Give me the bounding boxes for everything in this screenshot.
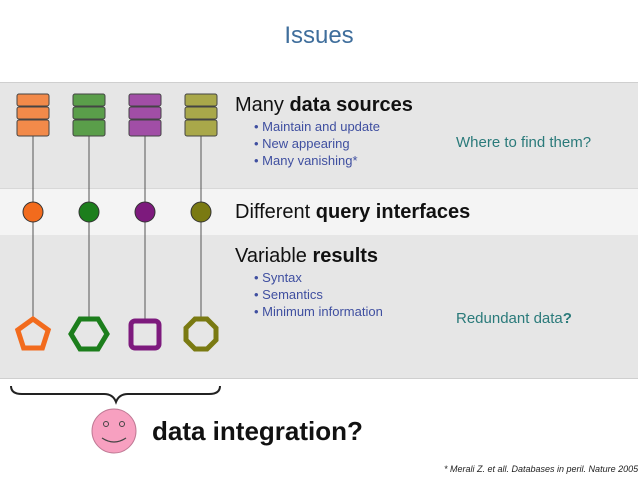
results-heading-bold: results [312, 245, 379, 267]
database-stack-icon [72, 93, 106, 137]
database-stack-icon [128, 93, 162, 137]
results-band [0, 235, 638, 379]
smiley-face-icon [91, 408, 137, 454]
square-icon [128, 318, 162, 351]
interfaces-band [0, 188, 638, 236]
interfaces-heading: Different query interfaces [235, 201, 470, 224]
interfaces-heading-prefix: Different [235, 201, 316, 223]
sources-heading-prefix: Many [235, 94, 290, 116]
sources-heading-bold: data sources [289, 94, 413, 116]
circle-dot-icon [190, 201, 212, 223]
circle-dot-icon [78, 201, 100, 223]
bullet-vanishing: • Many vanishing* [254, 153, 358, 168]
circle-dot-icon [134, 201, 156, 223]
circle-dot-icon [22, 201, 44, 223]
pentagon-icon [14, 315, 52, 351]
bullet-new: • New appearing [254, 136, 350, 151]
integration-label: data integration? [152, 416, 363, 446]
results-heading-prefix: Variable [235, 245, 313, 267]
sources-bullet-list: • Maintain and update • New appearing • … [254, 118, 380, 169]
slide-title: Issues [284, 22, 354, 49]
footnote: * Merali Z. et all. Databases in peril. … [444, 464, 638, 474]
results-question-text: Redundant data [456, 310, 563, 327]
bullet-syntax: • Syntax [254, 270, 302, 285]
grouping-brace [10, 385, 221, 405]
sources-heading: Many data sources [235, 94, 413, 117]
hexagon-icon [68, 316, 110, 352]
database-stack-icon [184, 93, 218, 137]
octagon-icon [183, 316, 219, 352]
bullet-maintain: • Maintain and update [254, 119, 380, 134]
results-question: Redundant data? [456, 310, 572, 327]
bullet-semantics: • Semantics [254, 287, 323, 302]
results-heading: Variable results [235, 245, 378, 268]
sources-question: Where to find them? [456, 134, 592, 151]
bullet-minimum-info: • Minimum information [254, 304, 383, 319]
database-stack-icon [16, 93, 50, 137]
sources-band [0, 82, 638, 189]
interfaces-heading-bold: query interfaces [315, 201, 471, 223]
results-question-mark: ? [562, 310, 572, 327]
results-bullet-list: • Syntax • Semantics • Minimum informati… [254, 269, 383, 320]
